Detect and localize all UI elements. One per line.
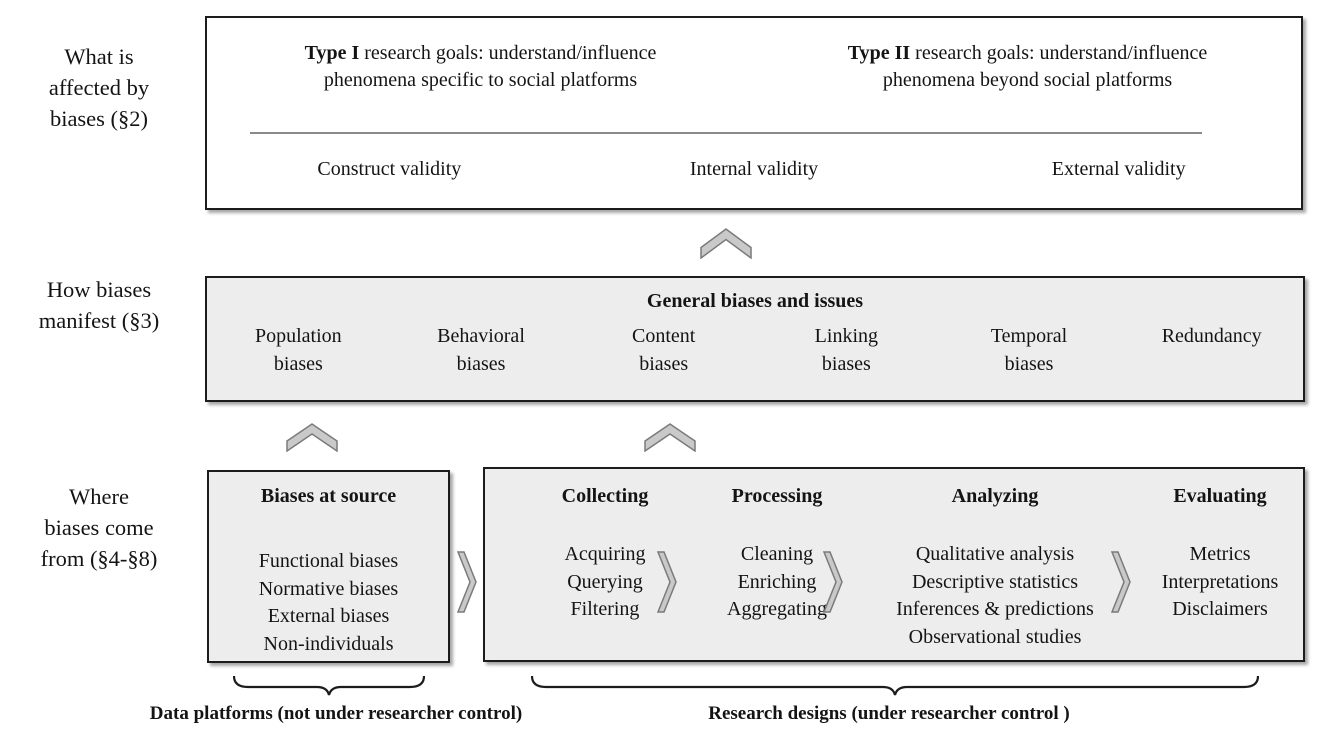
type1-label: Type I [304,42,360,64]
type1-goal-line2: phenomena specific to social platforms [323,69,638,91]
chevron-up-icon [286,423,338,452]
type1-text: research goals: understand/influence [359,42,657,64]
divider-line [250,132,1202,134]
type2-goal-line2: phenomena beyond social platforms [882,69,1173,91]
row-label-what-affected: What is affected by biases (§2) [0,41,198,134]
type2-goal: Type II research goals: understand/influ… [754,40,1301,94]
bias-item-linking: Linking biases [755,322,938,378]
bias-line: biases [639,353,689,375]
list-item: Filtering [570,598,640,620]
chevron-right-icon [1111,551,1131,613]
stage-list: Acquiring Querying Filtering [513,541,697,624]
chevron-up-icon [700,228,752,259]
list-item: Metrics [1189,543,1251,565]
bias-item-redundancy: Redundancy [1120,322,1303,378]
underbrace-icon [531,676,1259,696]
list-item: Aggregating [727,598,827,620]
list-item: Interpretations [1161,570,1279,593]
caption-data-platforms: Data platforms (not under researcher con… [149,703,523,724]
list-item: Descriptive statistics [911,570,1079,593]
chevron-right-icon [457,551,477,613]
list-item: Non-individuals [263,632,394,655]
pipeline-stage-processing: Processing Cleaning Enriching Aggregatin… [687,485,867,624]
list-item: External biases [267,605,390,627]
type2-label: Type II [847,42,911,64]
stage-title: Analyzing [951,485,1039,507]
list-item: Querying [567,570,643,593]
chevron-up-icon [644,423,696,452]
bias-line: Content [632,325,696,347]
stage-title: Processing [731,485,823,507]
pipeline-stage-analyzing: Analyzing Qualitative analysis Descripti… [850,485,1140,651]
list-item: Normative biases [258,577,399,600]
type1-goal-line1: Type I research goals: understand/influe… [207,40,754,67]
research-pipeline-box: Collecting Acquiring Querying Filtering … [483,467,1305,662]
list-item: Acquiring [564,543,646,565]
bias-item-behavioral: Behavioral biases [390,322,573,378]
bias-item-content: Content biases [572,322,755,378]
list-item: Enriching [737,570,817,593]
general-biases-columns: Population biases Behavioral biases Cont… [207,322,1303,378]
underbrace-icon [233,676,425,696]
type1-goal: Type I research goals: understand/influe… [207,40,754,94]
row-label-line: from (§4-§8) [40,546,158,571]
biases-at-source-title: Biases at source [260,485,397,507]
stage-list: Cleaning Enriching Aggregating [687,541,867,624]
row-label-line: Where [69,484,129,509]
list-item: Functional biases [258,550,399,572]
construct-validity-label: Construct validity [317,158,462,180]
general-biases-box: General biases and issues Population bia… [205,276,1305,402]
stage-list: Metrics Interpretations Disclaimers [1140,541,1300,624]
bias-item-population: Population biases [207,322,390,378]
pipeline-stage-evaluating: Evaluating Metrics Interpretations Discl… [1140,485,1300,624]
stage-title: Evaluating [1173,485,1267,507]
pipeline-stage-collecting: Collecting Acquiring Querying Filtering [513,485,697,624]
biases-at-source-box: Biases at source Functional biases Norma… [207,470,450,663]
row-label-line: manifest (§3) [38,308,160,333]
goals-row: Type I research goals: understand/influe… [207,18,1301,94]
external-validity-label: External validity [1051,158,1186,180]
row-label-how-manifest: How biases manifest (§3) [0,274,198,336]
bias-line: Population [255,325,342,347]
general-biases-title: General biases and issues [646,290,864,312]
row-label-where-from: Where biases come from (§4-§8) [0,481,198,574]
list-item: Qualitative analysis [915,543,1075,565]
row-label-line: How biases [46,277,152,302]
bias-line: biases [273,353,323,375]
row-label-line: What is [64,44,134,69]
chevron-right-icon [823,551,843,613]
stage-title: Collecting [561,485,649,507]
bias-line: Redundancy [1161,325,1262,347]
chevron-right-icon [657,551,677,613]
caption-research-designs: Research designs (under researcher contr… [708,703,1070,724]
internal-validity-label: Internal validity [689,158,819,180]
type2-text: research goals: understand/influence [910,42,1208,64]
list-item: Disclaimers [1172,598,1268,620]
bias-line: biases [821,353,871,375]
bias-item-temporal: Temporal biases [938,322,1121,378]
stage-list: Qualitative analysis Descriptive statist… [850,541,1140,651]
bias-line: biases [456,353,506,375]
research-goals-box: Type I research goals: understand/influe… [205,16,1303,210]
list-item: Observational studies [908,625,1082,648]
biases-at-source-list: Functional biases Normative biases Exter… [209,548,448,658]
validity-row: Construct validity Internal validity Ext… [207,158,1301,181]
row-label-line: biases (§2) [49,106,149,131]
bias-line: Linking [814,325,879,347]
bias-line: biases [1004,353,1054,375]
list-item: Cleaning [740,543,814,565]
bias-line: Behavioral [437,325,525,347]
row-label-line: biases come [44,515,154,540]
list-item: Inferences & predictions [896,598,1094,620]
bias-line: Temporal [990,325,1068,347]
type2-goal-line1: Type II research goals: understand/influ… [754,40,1301,67]
row-label-line: affected by [48,75,150,100]
